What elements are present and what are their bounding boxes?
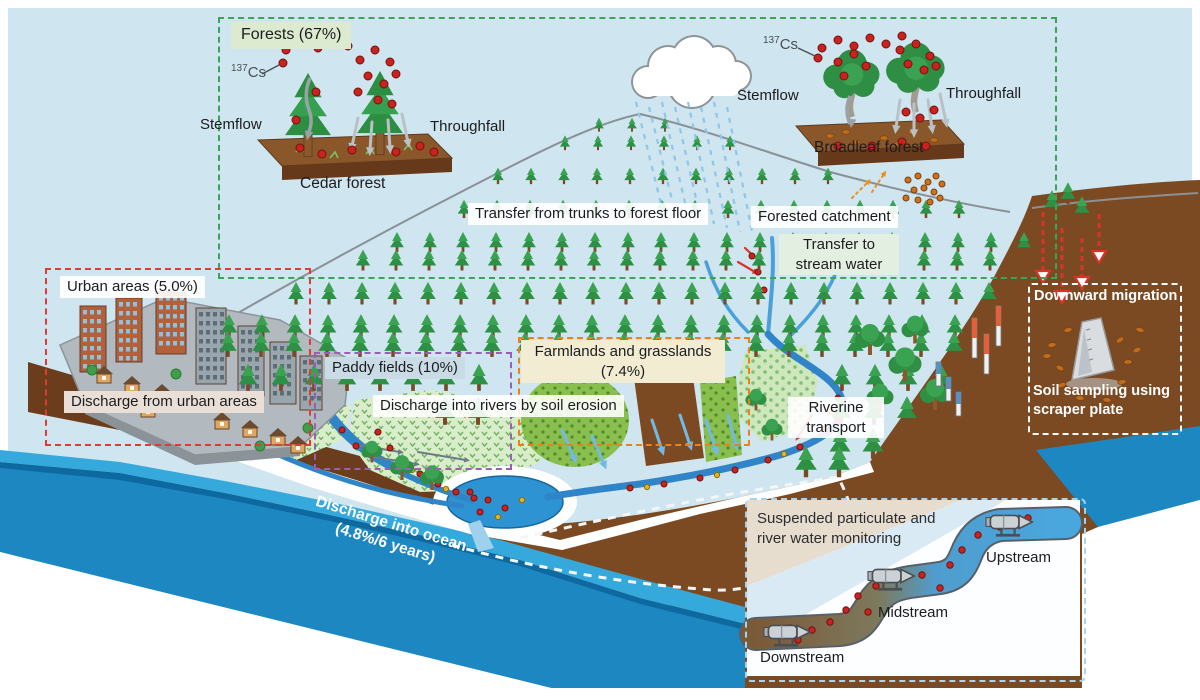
forested-catchment-label: Forested catchment: [751, 206, 898, 228]
forests-region-label: Forests (67%): [231, 22, 352, 49]
monitoring-inset-box: [745, 498, 1086, 682]
broadleaf-forest-inset: [794, 31, 966, 166]
urban-region-box: [45, 268, 311, 446]
ocean: [0, 450, 745, 700]
broadleaf-forest-caption: Broadleaf forest: [814, 139, 924, 156]
broadleaf-throughfall-label: Throughfall: [946, 85, 1022, 102]
cs137-mass-2: 137: [763, 35, 780, 46]
monitoring-pins: [935, 305, 1002, 417]
cedar-forest-caption: Cedar forest: [300, 175, 386, 192]
cs137-mass: 137: [231, 63, 248, 74]
downstream-label: Downstream: [760, 649, 845, 666]
soil-erosion-arrows-blue: [560, 413, 740, 470]
house-icon: [241, 420, 259, 438]
paddy-region-label: Paddy fields (10%): [325, 357, 465, 379]
house-icon: [95, 366, 113, 384]
discharge-rivers-label: Discharge into rivers by soil erosion: [373, 395, 624, 417]
transfer-stream-line1: Transfer to: [803, 236, 875, 253]
soil-sampling-line2: scraper plate: [1033, 401, 1124, 418]
transfer-stream-line2: stream water: [795, 255, 883, 273]
transfer-stream-label: Transfer to stream water: [779, 234, 899, 275]
litter-particles-orange: [851, 170, 946, 206]
cedar-throughfall-label: Throughfall: [430, 118, 506, 135]
monitoring-title-line2: river water monitoring: [757, 529, 902, 547]
monitoring-title-line1: Suspended particulate and: [757, 510, 936, 527]
discharge-urban-label: Discharge from urban areas: [64, 391, 264, 413]
riverine-transport-label: Riverine transport: [788, 397, 884, 438]
building-icon: [195, 307, 227, 385]
cs137-label-cedar: 137Cs: [231, 62, 266, 83]
right-sea-band: [1036, 426, 1200, 527]
white-foreground: [0, 500, 1200, 700]
cs137-element: Cs: [247, 64, 267, 81]
red-down-arrow-icon: [1053, 289, 1071, 306]
midstream-label: Midstream: [878, 604, 949, 621]
transfer-trunks-label: Transfer from trunks to forest floor: [468, 203, 709, 225]
cs137-label-broadleaf: 137Cs: [763, 34, 798, 55]
farmland-region-label: Farmlands and grasslands (7.4%): [521, 340, 725, 383]
soil-sampling-line1: Soil sampling using: [1033, 383, 1170, 399]
broadleaf-stemflow-label: Stemflow: [737, 87, 799, 104]
monitoring-title: Suspended particulate and river water mo…: [757, 509, 935, 548]
mountain-ridge-line: [204, 112, 1011, 333]
farmland-region-box: [518, 337, 750, 446]
inset-connectors: [451, 475, 854, 592]
urban-region-label: Urban areas (5.0%): [60, 276, 205, 298]
rain-icon: [634, 101, 755, 237]
cs137-element-2: Cs: [779, 36, 799, 53]
farmland-label-line2: (7.4%): [600, 362, 646, 380]
soil-sampling-label: Soil sampling using scraper plate: [1033, 382, 1170, 420]
scraper-plate-icon: [1042, 317, 1145, 403]
upstream-label: Upstream: [986, 549, 1052, 566]
riverine-line1: Riverine: [808, 399, 864, 416]
forests-region-box: [218, 17, 1057, 279]
downward-migration-label: Downward migration: [1034, 288, 1178, 304]
farmland-label-line1: Farmlands and grasslands: [534, 343, 712, 360]
monitoring-inset: [739, 500, 1083, 676]
red-down-arrow-icon: [1090, 249, 1108, 266]
estuary-pond: [446, 475, 564, 552]
cloud-icon: [631, 35, 752, 109]
cedar-stemflow-label: Stemflow: [200, 116, 262, 133]
cedar-forest-inset: [256, 35, 454, 180]
house-icon: [213, 412, 231, 430]
soil-sampling-box: [1028, 283, 1182, 435]
riverine-line2: transport: [806, 418, 866, 436]
